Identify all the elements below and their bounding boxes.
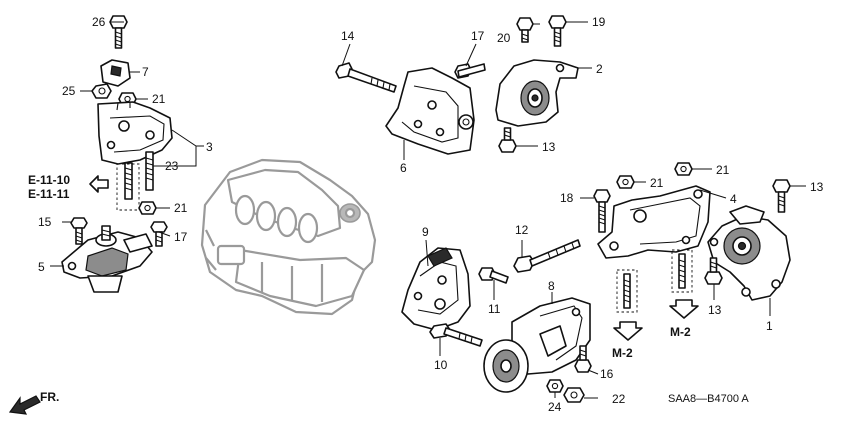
callout-13-c: 13 (708, 303, 722, 317)
callout-12: 12 (515, 223, 529, 237)
callout-13-a: 13 (542, 140, 556, 154)
mount-1 (707, 205, 791, 301)
mount-stopper-7 (100, 59, 131, 87)
bracket-4 (597, 185, 711, 259)
bolt-12 (513, 239, 581, 273)
callout-labels: 26 7 25 21 3 23 21 15 17 5 14 17 6 20 19… (38, 15, 824, 414)
callout-10: 10 (434, 358, 448, 372)
callout-16: 16 (600, 367, 614, 381)
callout-4: 4 (730, 192, 737, 206)
callout-7: 7 (142, 65, 149, 79)
bolt-17-left (150, 221, 168, 247)
bracket-9 (401, 247, 471, 331)
bolt-13-top (498, 127, 517, 153)
arrow-down-m2-right (669, 299, 699, 319)
bolt-10 (429, 323, 483, 347)
arrow-fr (8, 395, 41, 415)
engine-block (200, 158, 377, 316)
nut-24 (546, 379, 564, 393)
callout-25: 25 (62, 84, 76, 98)
reference-labels: E-11-10 E-11-11 M-2 M-2 FR. SAA8—B4700 A (28, 173, 749, 405)
callout-14: 14 (341, 29, 355, 43)
stud-bolts-23 (116, 151, 154, 211)
ref-e-11-10[interactable]: E-11-10 (28, 173, 70, 187)
callout-18: 18 (560, 191, 574, 205)
bracket-3 (97, 101, 173, 165)
bolt-18 (593, 189, 611, 233)
nut-20 (516, 17, 534, 43)
callout-21-c: 21 (650, 176, 664, 190)
callout-20: 20 (497, 31, 511, 45)
mount-8 (483, 297, 591, 393)
callout-15: 15 (38, 215, 52, 229)
ref-m-2-left[interactable]: M-2 (612, 346, 633, 360)
leader-lines (50, 21, 806, 399)
callout-1: 1 (766, 319, 773, 333)
nut-25 (91, 83, 112, 99)
bolt-16 (574, 345, 592, 373)
callout-17-a: 17 (174, 230, 188, 244)
bolt-11 (478, 267, 509, 284)
bracket-6 (385, 67, 475, 155)
callout-21-d: 21 (716, 163, 730, 177)
callout-13-b: 13 (810, 180, 824, 194)
callout-19: 19 (592, 15, 606, 29)
direction-label-fr: FR. (40, 390, 59, 404)
ref-m-2-right[interactable]: M-2 (670, 325, 691, 339)
bolt-17-center (454, 63, 486, 79)
callout-3: 3 (206, 140, 213, 154)
mount-2 (495, 59, 579, 127)
bolt-19 (548, 15, 567, 47)
ref-e-11-11[interactable]: E-11-11 (28, 187, 70, 201)
callout-26: 26 (92, 15, 106, 29)
bolt-26 (109, 15, 128, 49)
mount-5 (61, 225, 153, 293)
stud-bolt-right (616, 249, 693, 313)
bolt-13-right (772, 179, 791, 213)
diagram-code: SAA8—B4700 A (668, 393, 749, 405)
bolt-15 (70, 217, 88, 245)
callout-21-a: 21 (152, 92, 166, 106)
bolt-14 (335, 62, 397, 93)
callout-8: 8 (548, 279, 555, 293)
callout-24: 24 (548, 400, 562, 414)
nut-21-right-a (616, 175, 635, 189)
callout-2: 2 (596, 62, 603, 76)
callout-22: 22 (612, 392, 626, 406)
nut-21-right-b (674, 162, 693, 176)
callout-11: 11 (488, 302, 501, 316)
bolt-13-lower-right (704, 257, 723, 285)
callout-17-b: 17 (471, 29, 485, 43)
callout-6: 6 (400, 161, 407, 175)
callout-9: 9 (422, 225, 429, 239)
callout-23: 23 (165, 159, 179, 173)
nut-22 (563, 387, 585, 403)
nut-21-mid (138, 201, 157, 215)
arrow-left-e-ref (89, 175, 109, 193)
callout-21-b: 21 (174, 201, 188, 215)
arrow-down-m2-left (613, 321, 643, 341)
callout-5: 5 (38, 260, 45, 274)
